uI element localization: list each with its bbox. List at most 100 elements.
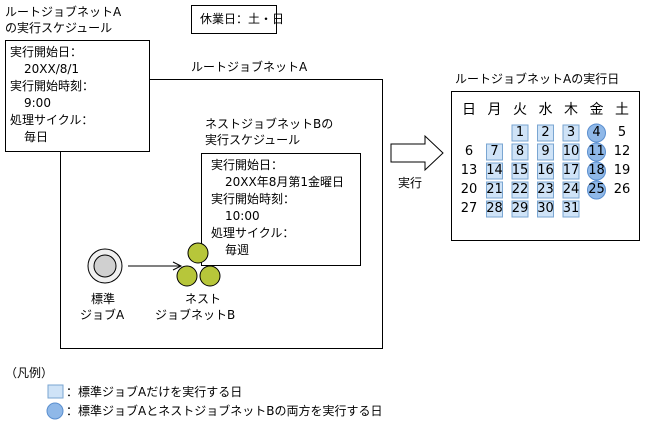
calendar-day: 18 <box>588 163 605 178</box>
weekday-header: 土 <box>615 102 629 118</box>
std-only-day-marker <box>562 200 580 218</box>
execute-label: 実行 <box>398 176 423 190</box>
calendar-day: 28 <box>486 201 503 216</box>
calendar-day: 5 <box>617 125 627 140</box>
nested-start-date-value: 20XX年8月第1金曜日 <box>225 175 344 189</box>
weekday-header: 月 <box>487 102 502 118</box>
calendar-day: 24 <box>562 182 580 197</box>
weekday-header: 水 <box>538 102 553 118</box>
legend-circle-text: ：標準ジョブAとネストジョブネットBの両方を実行する日 <box>66 404 383 418</box>
std-only-day-marker <box>537 200 554 218</box>
root-schedule-title-1: ルートジョブネットA <box>5 5 122 19</box>
calendar-day: 29 <box>511 201 529 216</box>
calendar-markers <box>486 123 606 218</box>
calendar-day: 4 <box>592 125 601 140</box>
weekday-header: 火 <box>513 102 527 118</box>
std-only-day-marker <box>486 162 503 180</box>
calendar-day: 27 <box>460 201 478 216</box>
nested-schedule-box: 実行開始日： 20XX年8月第1金曜日 実行開始時刻： 10:00 処理サイクル… <box>201 153 361 266</box>
calendar-day: 17 <box>562 163 580 178</box>
calendar-day: 19 <box>613 163 631 178</box>
calendar-day: 10 <box>562 144 580 159</box>
std-only-day-marker <box>537 143 554 161</box>
root-schedule-box: 実行開始日： 20XX/8/1 実行開始時刻： 9:00 処理サイクル： 毎日 <box>5 40 150 152</box>
root-start-date-label: 実行開始日： <box>10 45 83 59</box>
std-only-day-marker <box>537 181 554 199</box>
std-only-day-marker <box>562 162 580 180</box>
std-job-label-1: 標準 <box>91 292 116 306</box>
std-only-day-marker <box>562 124 580 142</box>
calendar-day: 12 <box>613 144 631 159</box>
nested-start-time-value: 10:00 <box>225 209 260 223</box>
weekday-header: 金 <box>589 102 604 118</box>
nested-jobnet-b-icon <box>176 242 221 287</box>
calendar-day: 14 <box>486 163 503 178</box>
root-schedule-title-2: の実行スケジュール <box>5 21 113 35</box>
nested-start-date-label: 実行開始日： <box>211 158 284 172</box>
nested-schedule-title-2: 実行スケジュール <box>205 133 301 147</box>
calendar-day: 6 <box>464 144 474 159</box>
std-only-day-marker <box>511 200 529 218</box>
calendar-day: 3 <box>566 125 576 140</box>
both-jobs-day-marker <box>587 123 606 143</box>
root-start-time-label: 実行開始時刻： <box>10 79 95 93</box>
root-cycle-label: 処理サイクル： <box>10 113 94 127</box>
calendar-day: 9 <box>541 144 550 159</box>
root-start-date-value: 20XX/8/1 <box>24 62 80 76</box>
std-only-day-marker <box>511 162 529 180</box>
calendar-day: 2 <box>541 125 550 140</box>
calendar-day: 23 <box>537 182 554 197</box>
root-start-time-value: 9:00 <box>24 96 51 110</box>
nested-job-label-1: ネスト <box>185 292 222 306</box>
calendar-day: 26 <box>613 182 631 197</box>
both-jobs-day-marker <box>587 161 606 181</box>
std-only-day-marker <box>511 124 529 142</box>
nested-start-time-label: 実行開始時刻： <box>211 192 296 206</box>
std-only-day-marker <box>537 124 554 142</box>
calendar-day: 7 <box>490 144 499 159</box>
std-only-day-marker <box>486 143 503 161</box>
legend-square-text: ：標準ジョブAだけを実行する日 <box>66 385 243 399</box>
nested-cycle-label: 処理サイクル： <box>211 226 295 240</box>
calendar-day: 8 <box>515 144 525 159</box>
calendar-day: 16 <box>537 163 554 178</box>
calendar-day: 11 <box>588 144 605 159</box>
calendar-day: 31 <box>562 201 580 216</box>
calendar-day: 1 <box>515 125 525 140</box>
nested-job-label-2: ジョブネットB <box>155 308 236 322</box>
calendar-day: 15 <box>511 163 529 178</box>
legend-square-icon <box>47 384 64 399</box>
root-cycle-value: 毎日 <box>24 130 49 144</box>
execute-arrow-icon <box>390 134 444 172</box>
std-only-day-marker <box>511 181 529 199</box>
nested-schedule-title-1: ネストジョブネットBの <box>205 117 334 131</box>
std-only-day-marker <box>562 181 580 199</box>
holiday-text: 休業日：土・日 <box>200 12 285 26</box>
std-job-label-2: ジョブA <box>80 308 125 322</box>
flow-arrow <box>128 261 183 271</box>
calendar-title: ルートジョブネットAの実行日 <box>455 72 620 86</box>
std-only-day-marker <box>537 162 554 180</box>
calendar-day: 21 <box>486 182 503 197</box>
calendar-day: 22 <box>511 182 529 197</box>
legend-title: （凡例） <box>5 366 54 380</box>
legend-circle-icon <box>46 402 64 420</box>
standard-job-a-icon <box>87 248 123 284</box>
calendar-day: 20 <box>460 182 478 197</box>
calendar-day: 30 <box>537 201 554 216</box>
nested-cycle-value: 毎週 <box>225 243 250 257</box>
root-jobnet-label: ルートジョブネットA <box>191 60 308 74</box>
calendar-day: 13 <box>460 163 478 178</box>
std-only-day-marker <box>486 181 503 199</box>
std-only-day-marker <box>562 143 580 161</box>
std-only-day-marker <box>486 200 503 218</box>
calendar-day: 25 <box>588 182 605 197</box>
both-jobs-day-marker <box>587 180 606 200</box>
both-jobs-day-marker <box>587 142 606 162</box>
weekday-header: 日 <box>462 102 476 118</box>
holiday-box: 休業日：土・日 <box>191 5 284 34</box>
weekday-header: 木 <box>564 102 578 118</box>
std-only-day-marker <box>511 143 529 161</box>
